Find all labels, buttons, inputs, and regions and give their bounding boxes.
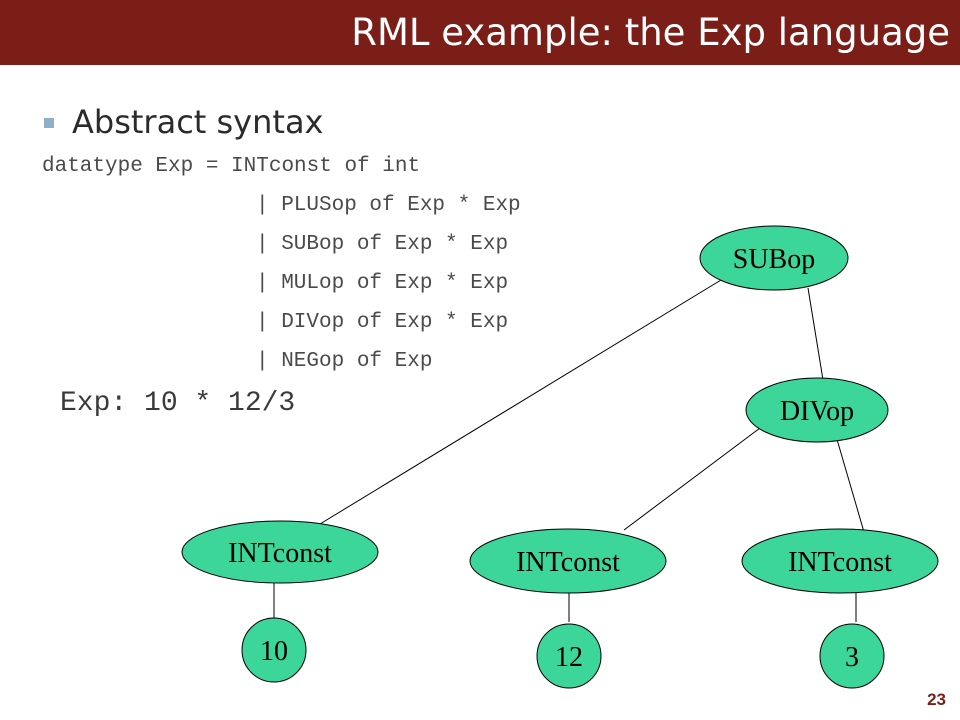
tree-edge [835,435,865,533]
expression-text: Exp: 10 * 12/3 [60,388,296,419]
tree-edge [319,279,722,525]
node-subop: SUBop [699,225,849,291]
code-line: | DIVop of Exp * Exp [256,311,509,334]
node-intconst-right: INTconst [741,528,939,594]
node-intconst-mid: INTconst [469,528,667,594]
node-divop: DIVop [745,377,889,443]
node-value-12: 12 [536,623,602,689]
node-label: INTconst [516,547,620,578]
node-label: 3 [845,642,859,673]
code-line: | SUBop of Exp * Exp [256,233,509,256]
node-label: INTconst [228,538,332,569]
node-value-3: 3 [819,623,885,689]
slide-number: 23 [927,690,946,709]
node-value-10: 10 [241,617,307,683]
node-label: 10 [260,636,288,667]
title-bar: RML example: the Exp language [0,0,960,65]
square-bullet-icon [44,118,54,128]
node-label: INTconst [788,547,892,578]
node-label: SUBop [733,244,815,275]
code-line: | NEGop of Exp [256,350,433,373]
node-label: 12 [555,642,583,673]
code-line: | MULop of Exp * Exp [256,272,509,295]
tree-edge [807,287,825,387]
tree-edge [623,427,761,531]
node-label: DIVop [780,396,854,427]
slide-title: RML example: the Exp language [351,11,950,54]
bullet-heading: Abstract syntax [72,103,324,141]
node-intconst-left: INTconst [181,520,379,584]
code-line: datatype Exp = INTconst of int [42,155,421,178]
code-line: | PLUSop of Exp * Exp [256,194,521,217]
